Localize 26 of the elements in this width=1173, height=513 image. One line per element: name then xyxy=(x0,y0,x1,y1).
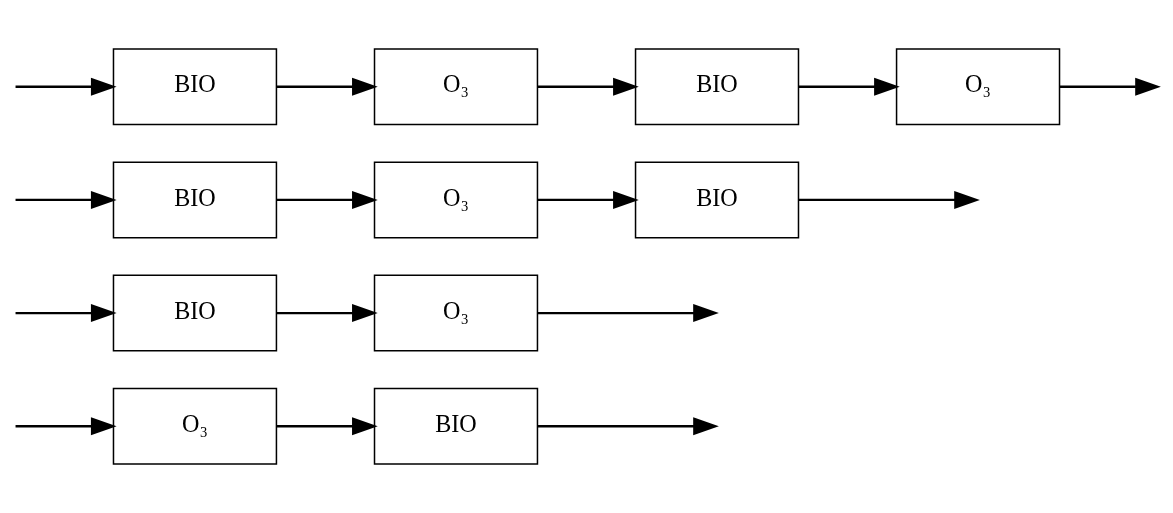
arrow xyxy=(798,77,900,96)
node-box: O₃ xyxy=(373,48,539,126)
node-box: BIO xyxy=(373,387,539,465)
arrow xyxy=(15,417,117,436)
node-box: BIO xyxy=(112,274,278,352)
arrow xyxy=(537,190,639,209)
node-box: O₃ xyxy=(373,161,539,239)
node-box: BIO xyxy=(634,161,800,239)
arrow xyxy=(798,190,980,209)
node-box: O₃ xyxy=(112,387,278,465)
arrow xyxy=(15,77,117,96)
arrow xyxy=(1059,77,1161,96)
arrow xyxy=(15,304,117,323)
node-box: O₃ xyxy=(373,274,539,352)
arrow xyxy=(15,190,117,209)
arrow xyxy=(276,77,378,96)
node-box: BIO xyxy=(112,48,278,126)
arrow xyxy=(537,77,639,96)
arrow xyxy=(537,304,719,323)
node-box: O₃ xyxy=(895,48,1061,126)
node-box: BIO xyxy=(112,161,278,239)
arrow xyxy=(276,417,378,436)
node-box: BIO xyxy=(634,48,800,126)
arrow xyxy=(537,417,719,436)
arrow xyxy=(276,190,378,209)
arrow xyxy=(276,304,378,323)
